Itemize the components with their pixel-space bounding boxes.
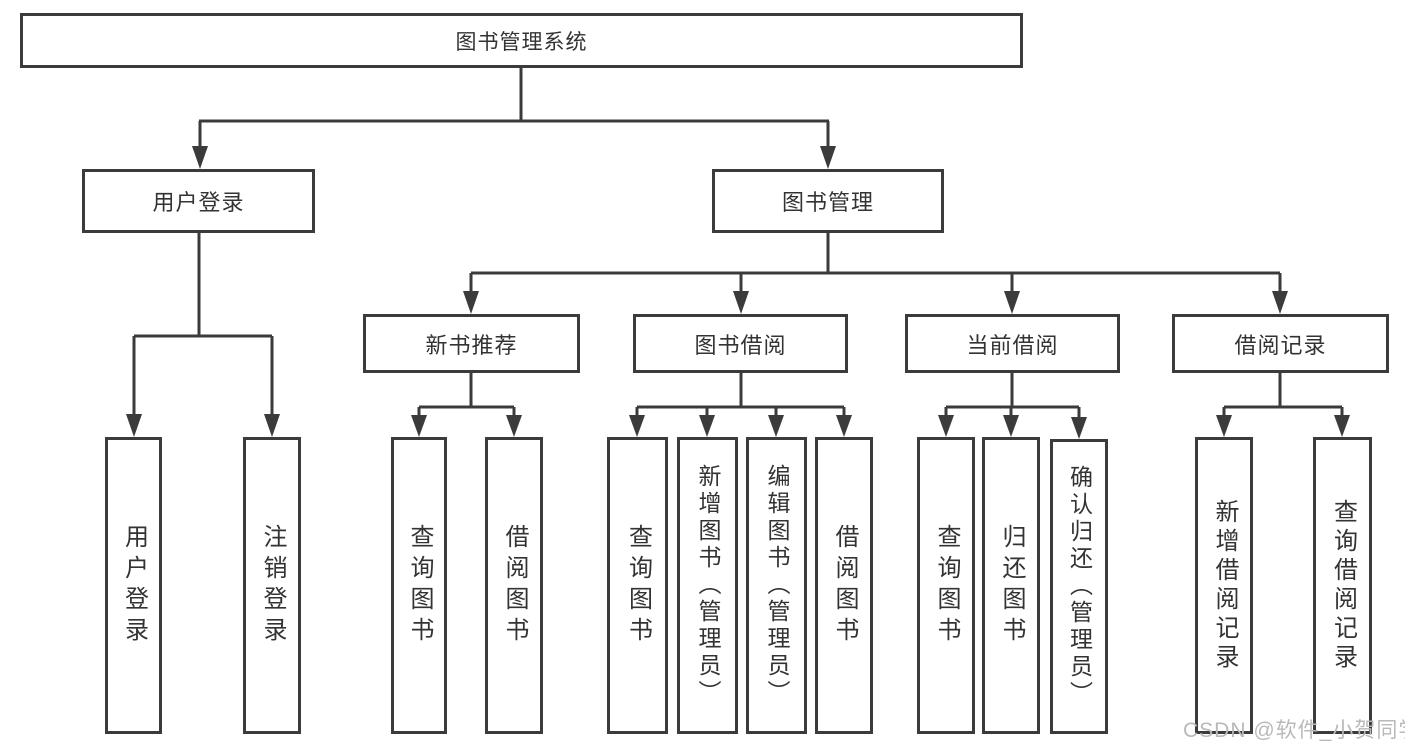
leaf-borrow-book-2: 借阅图书 xyxy=(815,437,873,734)
arrowhead xyxy=(820,146,836,169)
arrowhead xyxy=(126,414,142,437)
leaf-query-book-2: 查询图书 xyxy=(607,437,668,734)
node-label: 图书管理 xyxy=(781,190,874,215)
node-label: 查询图书 xyxy=(406,523,433,648)
node-label: 用户登录 xyxy=(152,190,245,215)
arrowhead xyxy=(938,415,954,437)
node-user-login: 用户登录 xyxy=(82,169,315,233)
leaf-borrow-book-1: 借阅图书 xyxy=(485,437,543,734)
node-label: 当前借阅 xyxy=(966,332,1059,358)
arrowhead xyxy=(629,415,645,437)
arrowhead xyxy=(1334,415,1350,437)
node-label: 借阅记录 xyxy=(1234,332,1327,358)
leaf-logout: 注销登录 xyxy=(243,437,301,734)
node-label: 借阅图书 xyxy=(501,523,528,648)
connector-userlogin-to-leaves xyxy=(126,233,280,437)
arrowhead xyxy=(1071,417,1087,439)
arrowhead xyxy=(699,415,715,437)
connector-currentborrow-to-leaves xyxy=(938,373,1087,439)
node-current-borrow: 当前借阅 xyxy=(905,314,1120,373)
arrowhead xyxy=(1216,415,1232,437)
arrowhead xyxy=(192,146,208,169)
node-label: 新书推荐 xyxy=(425,332,518,358)
leaf-confirm-return-admin: 确认归还（管理员） xyxy=(1050,439,1108,734)
leaf-add-borrow-record: 新增借阅记录 xyxy=(1195,437,1253,734)
arrowhead xyxy=(1272,291,1288,314)
connector-bookborrow-to-leaves xyxy=(629,373,852,437)
node-label: 借阅图书 xyxy=(831,523,858,648)
arrowhead xyxy=(264,414,280,437)
node-label: 注销登录 xyxy=(259,523,286,648)
arrowhead xyxy=(836,415,852,437)
leaf-query-borrow-record: 查询借阅记录 xyxy=(1313,437,1372,734)
node-library-system: 图书管理系统 xyxy=(20,13,1023,68)
node-label: 图书管理系统 xyxy=(455,30,588,54)
arrowhead xyxy=(733,291,749,314)
leaf-query-book-1: 查询图书 xyxy=(391,437,447,734)
node-label: 新增借阅记录 xyxy=(1211,498,1238,673)
connector-borrowrecord-to-leaves xyxy=(1216,373,1350,437)
leaf-return-book: 归还图书 xyxy=(982,437,1040,734)
leaf-add-book-admin: 新增图书（管理员） xyxy=(677,437,738,734)
connector-newbook-to-leaves xyxy=(411,373,522,437)
node-label: 编辑图书（管理员） xyxy=(764,464,790,707)
arrowhead xyxy=(768,415,784,437)
leaf-edit-book-admin: 编辑图书（管理员） xyxy=(746,437,807,734)
arrowhead xyxy=(1003,415,1019,437)
arrowhead xyxy=(411,415,427,437)
arrowhead xyxy=(1004,291,1020,314)
leaf-query-book-3: 查询图书 xyxy=(917,437,975,734)
node-book-management: 图书管理 xyxy=(712,169,944,233)
connector-bookmgmt-to-level3 xyxy=(463,233,1288,314)
node-new-book-recommend: 新书推荐 xyxy=(363,314,580,373)
node-label: 查询借阅记录 xyxy=(1329,498,1357,673)
node-label: 图书借阅 xyxy=(694,332,787,358)
node-label: 查询图书 xyxy=(624,523,652,648)
arrowhead xyxy=(506,415,522,437)
node-label: 查询图书 xyxy=(933,523,960,648)
node-label: 新增图书（管理员） xyxy=(695,464,721,707)
node-label: 确认归还（管理员） xyxy=(1066,465,1093,708)
node-label: 用户登录 xyxy=(120,523,148,648)
node-book-borrow: 图书借阅 xyxy=(633,314,848,373)
node-borrow-record: 借阅记录 xyxy=(1172,314,1389,373)
arrowhead xyxy=(463,291,479,314)
leaf-user-login: 用户登录 xyxy=(105,437,162,734)
csdn-watermark: CSDN @软件_小贺同学 xyxy=(1183,719,1405,742)
node-label: 归还图书 xyxy=(998,523,1025,648)
connector-root-to-level2 xyxy=(192,68,836,169)
